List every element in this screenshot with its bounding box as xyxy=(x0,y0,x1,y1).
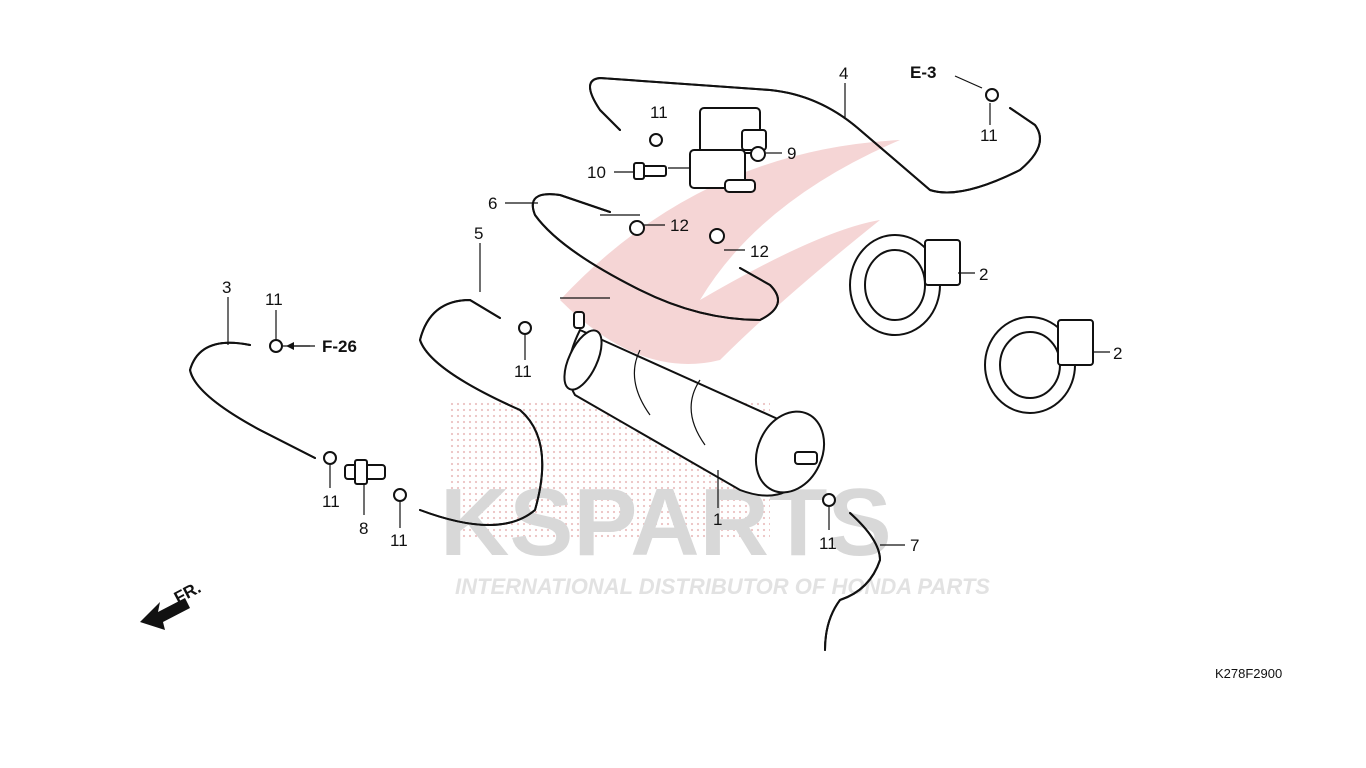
clip-12[interactable] xyxy=(629,220,725,244)
callout-2-lower: 2 xyxy=(1113,344,1122,363)
svg-text:E-3: E-3 xyxy=(910,63,936,82)
callout-1: 1 xyxy=(713,510,722,529)
callout-11-valve: 11 xyxy=(650,103,668,122)
callout-5: 5 xyxy=(474,224,483,243)
hose-7[interactable] xyxy=(824,512,881,651)
callout-8: 8 xyxy=(359,519,368,538)
callout-11-hose5: 11 xyxy=(514,362,532,381)
callout-7: 7 xyxy=(910,536,919,555)
callout-9: 9 xyxy=(787,144,796,163)
callout-11-hose7: 11 xyxy=(819,534,837,553)
hose-6[interactable] xyxy=(531,193,779,321)
drawing-code: K278F2900 xyxy=(1215,666,1282,681)
solenoid-valve[interactable] xyxy=(689,107,767,193)
joint-8[interactable] xyxy=(344,459,386,485)
callout-11-e3: 11 xyxy=(980,126,998,145)
leader-lines xyxy=(227,75,1110,546)
callout-12-left: 12 xyxy=(670,216,689,235)
bolt-10[interactable] xyxy=(633,162,667,180)
callout-4: 4 xyxy=(839,64,848,83)
callout-11-joint: 11 xyxy=(390,531,408,550)
callout-11-f26: 11 xyxy=(265,290,283,309)
callout-3: 3 xyxy=(222,278,231,297)
callout-11-hose3: 11 xyxy=(322,492,340,511)
watermark-tagline: INTERNATIONAL DISTRIBUTOR OF HONDA PARTS xyxy=(455,574,990,599)
callout-6: 6 xyxy=(488,194,497,213)
svg-text:F-26: F-26 xyxy=(322,337,357,356)
hose-3[interactable] xyxy=(189,341,316,459)
watermark-brand: KSPARTS xyxy=(440,469,892,576)
callout-2-upper: 2 xyxy=(979,265,988,284)
clip-11[interactable] xyxy=(269,88,999,507)
wing-watermark-icon xyxy=(560,140,900,364)
ref-e3-link[interactable]: E-3 xyxy=(910,63,936,82)
hose-5[interactable] xyxy=(419,299,544,526)
front-arrow-icon: FR. xyxy=(140,578,204,630)
callout-10: 10 xyxy=(587,163,606,182)
band-2-lower[interactable] xyxy=(984,316,1094,414)
band-2-upper[interactable] xyxy=(849,234,961,336)
callout-12-right: 12 xyxy=(750,242,769,261)
canister-1[interactable] xyxy=(557,311,837,504)
ref-f26-link[interactable]: F-26 xyxy=(286,337,357,356)
